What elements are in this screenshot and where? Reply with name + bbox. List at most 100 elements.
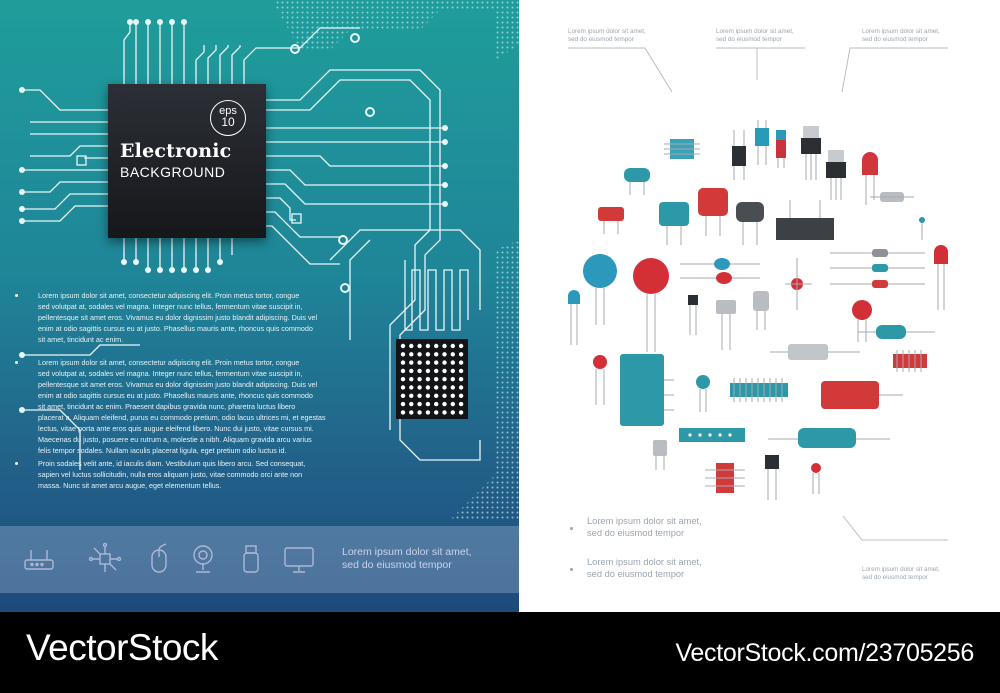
bga-ball — [434, 401, 439, 407]
callout-line: sed do eiusmod tempor — [862, 36, 928, 43]
bga-ball — [458, 401, 464, 407]
callout-top-center: Lorem ipsum dolor sit amet, sed do eiusm… — [716, 28, 794, 44]
paragraph-line: sit amet, tincidunt ac enim. — [38, 335, 124, 344]
bga-ball — [417, 368, 422, 374]
crystal-icon — [716, 300, 736, 350]
router-icon — [24, 550, 54, 570]
device-icon-bar: Lorem ipsum dolor sit amet, sed do eiusm… — [0, 526, 519, 593]
capacitor-icon — [696, 375, 710, 412]
bga-ball — [425, 377, 431, 382]
bga-ball — [425, 410, 431, 415]
paragraph-line: enim at odio sagittis cursus eu at justo… — [38, 324, 313, 333]
eps-version: 10 — [221, 115, 235, 129]
paragraph-line: sapien vel luctus sollicitudin, nulla er… — [38, 470, 303, 479]
transistor-icon — [688, 295, 698, 335]
bga-ball — [409, 401, 414, 407]
bga-ball — [442, 377, 447, 382]
body-paragraph-3: Proin sodales velit ante, id iaculis dia… — [38, 458, 338, 491]
capacitor-icon — [659, 202, 689, 245]
callout-bottom-right: Lorem ipsum dolor sit amet, sed do eiusm… — [862, 566, 940, 582]
bga-ball — [442, 360, 447, 365]
bga-ball — [458, 393, 464, 398]
icon-bar-caption-line: Lorem ipsum dolor sit amet, — [342, 546, 472, 558]
bga-ball — [400, 385, 406, 390]
processor-chip: eps 10 Electronic BACKGROUND — [108, 84, 266, 238]
components-illustration — [568, 47, 948, 541]
bullet-dot — [15, 294, 18, 297]
bga-ball — [417, 393, 422, 398]
bga-ball — [458, 377, 464, 382]
monitor-icon — [284, 547, 314, 573]
microchip-icon — [730, 378, 788, 402]
bga-ball — [409, 385, 414, 390]
bga-ball — [434, 410, 439, 415]
callout-line: sed do eiusmod tempor — [862, 574, 928, 581]
diode-icon — [830, 280, 925, 288]
right-list-line: Lorem ipsum dolor sit amet, — [587, 516, 702, 526]
bga-ball — [425, 352, 431, 357]
fuse-icon — [870, 192, 914, 202]
bga-ball — [409, 360, 414, 365]
bullet-dot — [15, 462, 18, 465]
led-icon — [568, 290, 580, 345]
bga-ball — [425, 393, 431, 398]
capacitor-icon — [698, 188, 728, 236]
bga-ball — [400, 368, 406, 374]
led-icon — [934, 245, 948, 310]
bga-ball — [425, 343, 431, 349]
eps-label: eps — [219, 105, 237, 117]
paragraph-line: Lorem ipsum dolor sit amet, consectetur … — [38, 291, 300, 300]
capacitor-icon — [598, 207, 624, 234]
callout-line: Lorem ipsum dolor sit amet, — [568, 28, 646, 35]
bga-ball — [442, 385, 447, 390]
bga-ball — [417, 410, 422, 415]
bga-ball — [434, 343, 439, 349]
paragraph-line: massa. Nunc sit amet arcu augue, eget el… — [38, 481, 222, 490]
paragraph-line: sed volutpat at, sodales vel magna. Inte… — [38, 302, 303, 311]
chip-title: Electronic — [120, 140, 232, 162]
webcam-icon — [193, 545, 213, 573]
icon-bar-caption-line: sed do eiusmod tempor — [342, 559, 452, 571]
bga-ball — [400, 393, 406, 398]
diode-icon — [830, 264, 925, 272]
callout-top-left: Lorem ipsum dolor sit amet, sed do eiusm… — [568, 28, 646, 44]
bga-ball — [450, 352, 455, 357]
diode-icon — [680, 272, 760, 284]
mouse-icon — [151, 543, 167, 573]
diode-icon — [830, 249, 925, 257]
bga-ball — [409, 377, 414, 382]
bga-ball — [458, 368, 464, 374]
potentiometer-icon — [776, 200, 834, 240]
callout-line: Lorem ipsum dolor sit amet, — [716, 28, 794, 35]
right-list-line: Lorem ipsum dolor sit amet, — [587, 557, 702, 567]
bga-ball — [442, 352, 447, 357]
callout-line: Lorem ipsum dolor sit amet, — [862, 28, 940, 35]
voltage-regulator-icon — [826, 150, 846, 200]
transistor-icon — [653, 440, 667, 470]
paragraph-line: felis tempor sodales. Nullam iaculis pla… — [38, 446, 287, 455]
bga-ball — [400, 410, 406, 415]
bga-ball — [425, 360, 431, 365]
callout-top-right: Lorem ipsum dolor sit amet, sed do eiusm… — [862, 28, 940, 44]
disc-capacitor-icon — [633, 258, 669, 352]
callout-line: sed do eiusmod tempor — [568, 36, 634, 43]
electrolytic-capacitor-icon — [821, 381, 903, 409]
relay-icon — [620, 354, 674, 426]
resistor-network-icon — [705, 463, 745, 493]
bga-ball — [450, 401, 455, 407]
right-list-item: Lorem ipsum dolor sit amet, sed do eiusm… — [587, 557, 702, 580]
callout-line: sed do eiusmod tempor — [716, 36, 782, 43]
bga-ball — [425, 401, 431, 407]
bga-ball — [442, 410, 447, 415]
bga-ball — [417, 377, 422, 382]
footer-brand: VectorStock — [26, 627, 218, 668]
paragraph-line: pellentesque sit amet eros. Vivamus eu d… — [38, 380, 318, 389]
bga-ball — [417, 385, 422, 390]
chip-subtitle: BACKGROUND — [120, 164, 226, 180]
paragraph-line: pellentesque sit amet eros. Vivamus eu d… — [38, 313, 318, 322]
paragraph-line: sed volutpat at, sodales vel magna. Inte… — [38, 369, 303, 378]
right-list-item: Lorem ipsum dolor sit amet, sed do eiusm… — [587, 516, 702, 539]
bga-ball — [450, 385, 455, 390]
right-list-line: sed do eiusmod tempor — [587, 568, 685, 579]
capacitor-icon — [770, 344, 860, 360]
